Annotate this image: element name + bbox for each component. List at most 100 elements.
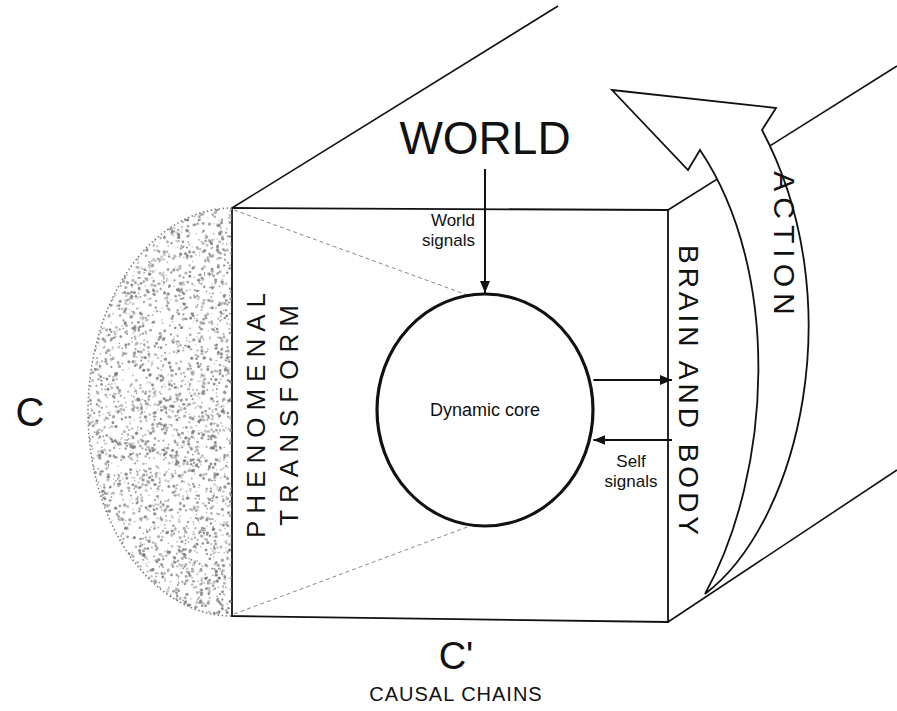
stipple-dot [167,531,170,534]
stipple-dot [197,405,198,406]
stipple-dot [153,457,155,459]
stipple-dot [128,518,131,521]
stipple-dot [184,456,186,458]
stipple-dot [161,536,164,539]
stipple-dot [160,501,162,503]
stipple-dot [211,284,212,285]
stipple-dot [130,421,131,422]
stipple-dot [190,538,193,541]
stipple-dot [112,379,115,382]
stipple-dot [170,317,173,320]
stipple-dot [139,296,141,298]
stipple-dot [162,558,165,561]
stipple-dot [101,407,103,409]
stipple-dot [133,442,135,444]
stipple-dot [147,360,149,362]
stipple-dot [201,516,204,519]
stipple-dot [183,459,186,462]
stipple-dot [182,303,184,305]
stipple-dot [167,568,170,571]
stipple-dot [172,461,174,463]
stipple-dot [215,347,218,350]
stipple-dot [113,336,115,338]
stipple-dot [143,301,145,303]
stipple-dot [112,492,114,494]
stipple-dot [198,239,200,241]
stipple-dot [135,498,138,501]
stipple-dot [163,276,165,278]
stipple-dot [168,388,171,391]
stipple-dot [196,290,198,292]
stipple-dot [171,456,174,459]
stipple-dot [118,304,120,306]
stipple-dot [216,580,219,583]
stipple-dot [122,292,124,294]
stipple-dot [194,498,196,500]
stipple-dot [168,385,169,386]
stipple-dot [111,496,113,498]
stipple-dot [109,304,112,307]
stipple-dot [167,245,169,247]
stipple-dot [159,335,162,338]
stipple-dot [117,303,118,304]
stipple-dot [163,235,165,237]
stipple-dot [217,564,220,567]
stipple-dot [178,387,179,388]
stipple-dot [170,581,172,583]
stipple-dot [128,455,130,457]
stipple-dot [144,543,146,545]
stipple-dot [207,348,209,350]
stipple-dot [179,275,181,277]
stipple-dot [180,360,183,363]
stipple-dot [143,339,145,341]
stipple-dot [196,514,198,516]
stipple-dot [138,507,140,509]
stipple-dot [216,489,218,491]
stipple-dot [137,261,140,264]
stipple-dot [128,483,129,484]
stipple-dot [154,403,157,406]
stipple-dot [182,498,185,501]
stipple-dot [116,513,118,515]
stipple-dot [215,429,218,432]
stipple-dot [145,331,147,333]
stipple-dot [221,425,222,426]
stipple-dot [112,376,115,379]
stipple-dot [118,479,121,482]
stipple-dot [213,580,216,583]
stipple-dot [176,343,178,345]
stipple-dot [177,367,180,370]
stipple-dot [124,439,126,441]
stipple-dot [226,555,227,556]
stipple-dot [196,233,197,234]
stipple-dot [90,379,91,380]
stipple-dot [137,441,140,444]
stipple-dot [147,382,149,384]
stipple-dot [142,280,145,283]
stipple-dot [147,346,150,349]
stipple-dot [204,604,207,607]
stipple-dot [222,400,223,401]
stipple-dot [141,356,144,359]
stipple-dot [210,370,213,373]
stipple-dot [181,581,183,583]
stipple-dot [167,268,170,271]
stipple-dot [197,452,200,455]
stipple-dot [215,307,217,309]
stipple-dot [163,291,166,294]
stipple-dot [162,449,165,452]
stipple-dot [215,496,218,499]
stipple-dot [109,486,112,489]
stipple-dot [198,530,201,533]
stipple-dot [152,387,155,390]
stipple-dot [118,405,120,407]
stipple-dot [188,362,191,365]
stipple-dot [154,525,156,527]
stipple-dot [147,481,150,484]
stipple-dot [151,322,153,324]
stipple-dot [190,416,192,418]
stipple-dot [230,541,233,544]
stipple-dot [172,566,174,568]
stipple-dot [187,483,189,485]
stipple-dot [204,240,207,243]
